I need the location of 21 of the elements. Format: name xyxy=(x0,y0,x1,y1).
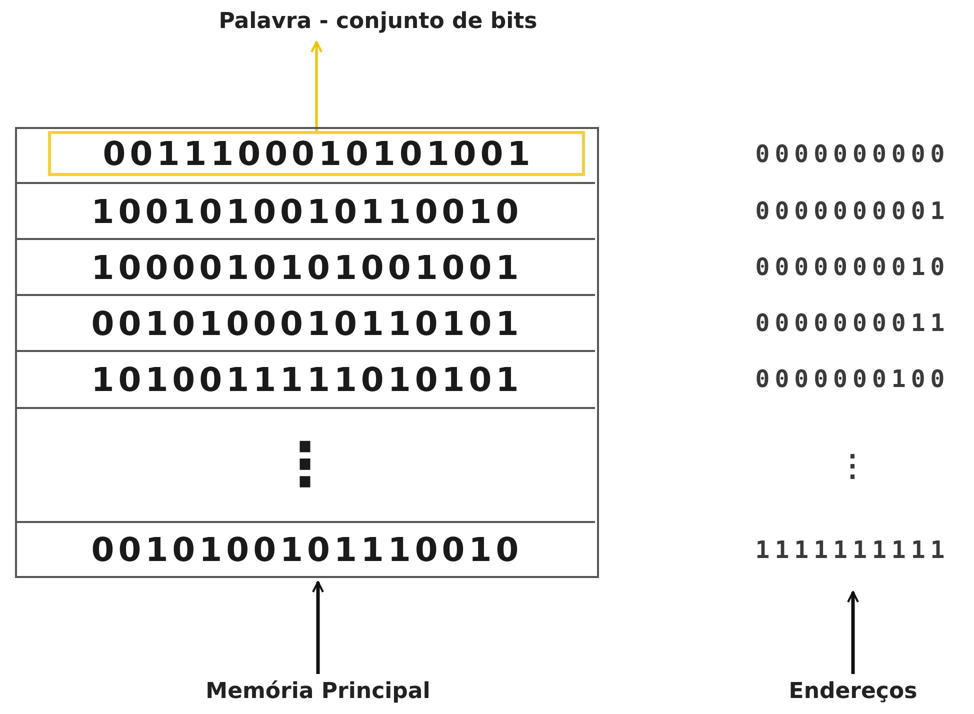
caption-text: Memória Principal xyxy=(158,674,478,708)
arrow xyxy=(312,581,324,674)
arrow xyxy=(847,591,859,674)
memory-row: 1010011111010101 xyxy=(15,352,595,409)
memory-row: ⋮ xyxy=(15,409,595,523)
memory-table xyxy=(15,127,599,578)
memory-row: 0010100101110010 xyxy=(15,523,595,578)
address-label: 0000000010 xyxy=(754,253,951,281)
address-label: 0000000000 xyxy=(754,140,951,168)
caption-text: Endereços xyxy=(713,674,974,708)
memory-row: 1001010010110010 xyxy=(15,184,595,240)
memory-row: 0010100010110101 xyxy=(15,296,595,352)
address-label: 0000000011 xyxy=(754,309,951,337)
highlighted-word: 0011100010101001 xyxy=(48,131,585,176)
arrow xyxy=(310,41,322,131)
caption-text: Palavra - conjunto de bits xyxy=(218,4,538,38)
address-label: 0000000100 xyxy=(754,365,951,393)
address-label: 0000000001 xyxy=(754,197,951,225)
address-label: 1111111111 xyxy=(754,536,951,564)
ellipsis-label: ⋮ xyxy=(836,448,868,484)
memory-row: 1000010101001001 xyxy=(15,240,595,296)
